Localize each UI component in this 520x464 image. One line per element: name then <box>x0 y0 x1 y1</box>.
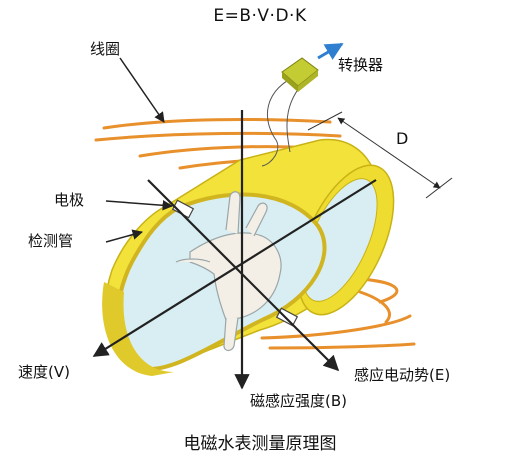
coil-label: 线圈 <box>90 40 121 58</box>
electrode-leader <box>105 200 174 211</box>
converter-wire <box>261 73 301 167</box>
converter-wire-2 <box>286 79 307 153</box>
converter-label: 转换器 <box>338 56 384 74</box>
field-label: 磁感应强度(B) <box>250 392 347 410</box>
flow-direction-arrow-icon <box>317 42 344 60</box>
formula: E=B·V·D·K <box>213 6 307 26</box>
diameter-label: D <box>396 129 409 148</box>
electrode-label: 电极 <box>54 191 85 209</box>
emf-label: 感应电动势(E) <box>354 366 451 384</box>
tube-label: 检测管 <box>28 232 74 250</box>
velocity-label: 速度(V) <box>18 363 70 381</box>
emf-axis <box>147 179 340 372</box>
converter-box-icon <box>281 57 319 92</box>
diameter-dimension <box>307 111 453 199</box>
tube-front-lip <box>102 282 174 376</box>
diagram-caption: 电磁水表测量原理图 <box>183 434 337 454</box>
coil-leader <box>119 57 165 123</box>
tube-leader <box>105 229 144 243</box>
